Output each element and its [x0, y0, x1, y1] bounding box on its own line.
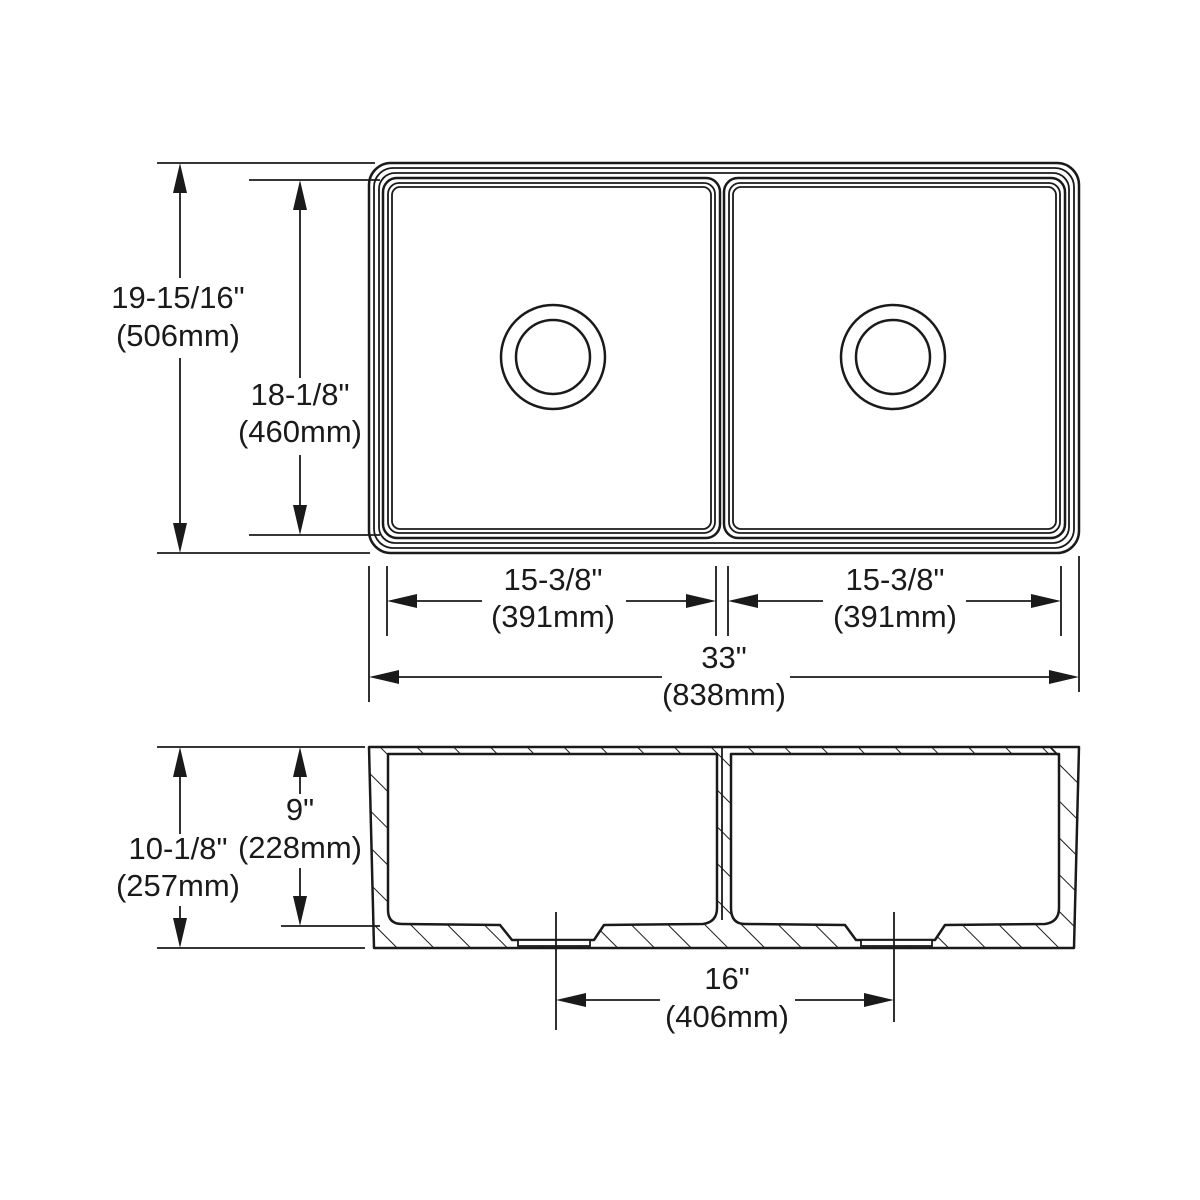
- overall-height-dimension: 10-1/8" (257mm): [116, 746, 365, 949]
- left-drain-icon: [499, 303, 607, 411]
- bowl-height-imperial: 9": [286, 792, 314, 827]
- overall-height-imperial: 10-1/8": [129, 831, 228, 866]
- left-bowl-width-imperial: 15-3/8": [504, 562, 603, 597]
- right-bowl-width-metric: (391mm): [833, 599, 957, 634]
- overall-depth-metric: (506mm): [116, 318, 240, 353]
- sink-rim-line-2: [373, 167, 1075, 549]
- sink-section-body: [367, 745, 1081, 950]
- section-view: 10-1/8" (257mm) 9" (228mm) 16" (406mm): [116, 745, 1081, 1034]
- overall-height-metric: (257mm): [116, 868, 240, 903]
- bowl-depth-imperial: 18-1/8": [251, 377, 350, 412]
- right-drain-outlet: [860, 939, 933, 947]
- overall-width-metric: (838mm): [662, 677, 786, 712]
- drain-spacing-dimension: 16" (406mm): [555, 912, 895, 1034]
- right-drain-icon: [839, 303, 947, 411]
- bowl-depth-metric: (460mm): [238, 414, 362, 449]
- bowl-height-metric: (228mm): [238, 830, 362, 865]
- plan-view: 19-15/16" (506mm) 18-1/8" (460mm) 15-3/8…: [111, 161, 1081, 712]
- left-bowl: [381, 176, 722, 540]
- right-bowl-width-dimension: 15-3/8" (391mm): [727, 562, 1062, 636]
- sink-outer-rim: [367, 161, 1081, 555]
- left-drain-outlet: [517, 939, 591, 947]
- overall-depth-dimension: 19-15/16" (506mm): [111, 162, 375, 554]
- bowl-depth-dimension: 18-1/8" (460mm): [238, 179, 380, 536]
- drain-spacing-imperial: 16": [704, 961, 750, 996]
- left-bowl-width-metric: (391mm): [491, 599, 615, 634]
- drain-spacing-metric: (406mm): [665, 999, 789, 1034]
- overall-width-imperial: 33": [701, 640, 747, 675]
- left-bowl-width-dimension: 15-3/8" (391mm): [386, 562, 717, 636]
- overall-width-dimension: 33" (838mm): [368, 556, 1080, 712]
- right-bowl: [722, 176, 1067, 540]
- bowl-height-dimension: 9" (228mm): [238, 747, 380, 927]
- right-bowl-width-imperial: 15-3/8": [846, 562, 945, 597]
- sink-rim-line-3: [378, 172, 1070, 544]
- overall-depth-imperial: 19-15/16": [111, 280, 244, 315]
